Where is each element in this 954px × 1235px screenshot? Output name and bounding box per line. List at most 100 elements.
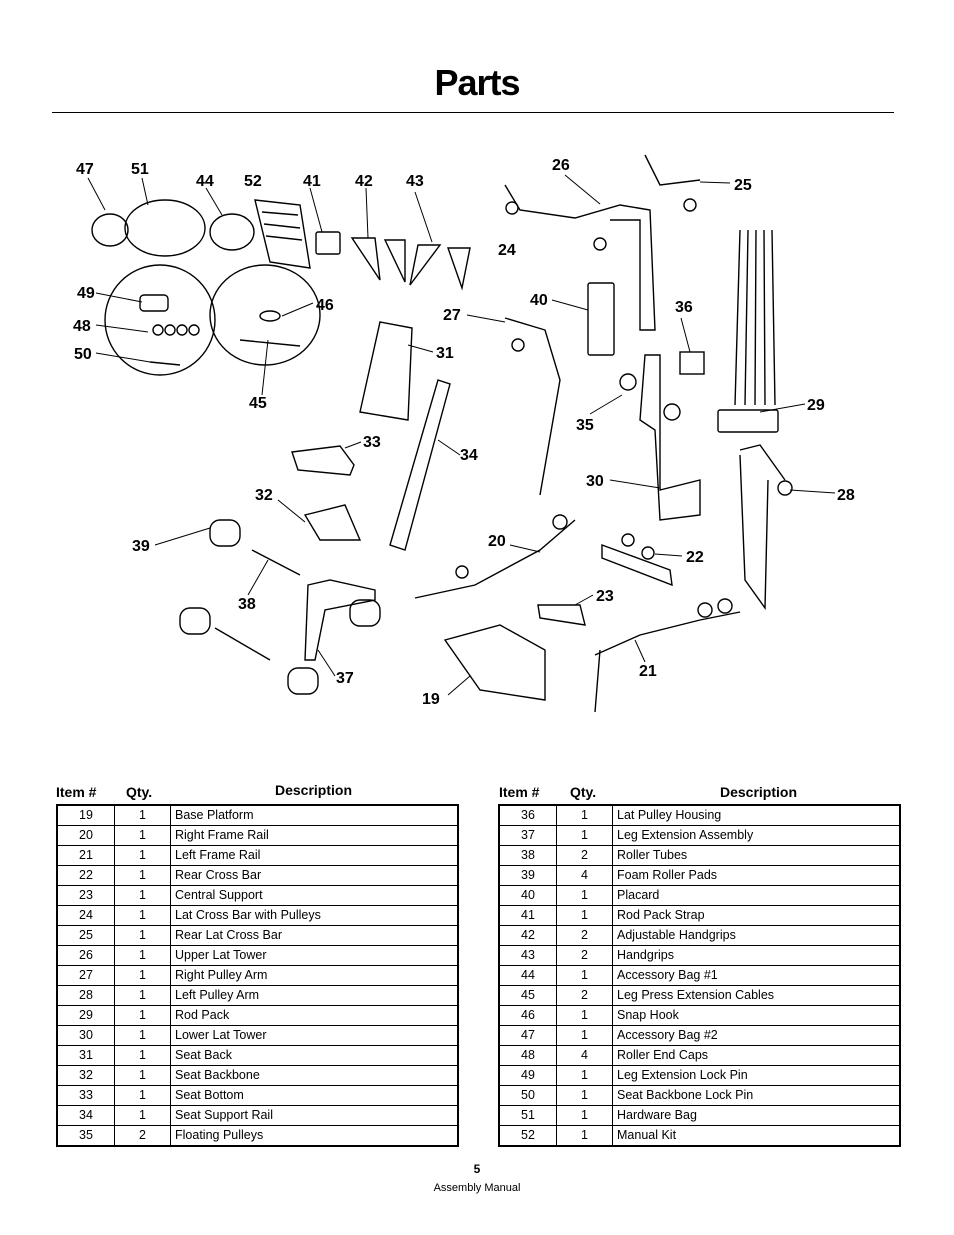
callout-51: 51 [131,161,149,178]
quantity-cell: 1 [556,1125,613,1147]
item-number-cell: 45 [498,985,557,1006]
description-cell: Roller Tubes [612,845,901,866]
callout-35: 35 [576,417,594,434]
item-number-cell: 51 [498,1105,557,1126]
description-cell: Accessory Bag #2 [612,1025,901,1046]
item-number-cell: 52 [498,1125,557,1147]
callout-27: 27 [443,307,461,324]
callout-23: 23 [596,588,614,605]
item-number-cell: 35 [56,1125,115,1147]
item-number-cell: 48 [498,1045,557,1066]
callout-46: 46 [316,297,334,314]
description-cell: Seat Bottom [170,1085,459,1106]
description-cell: Leg Press Extension Cables [612,985,901,1006]
callout-25: 25 [734,177,752,194]
callout-50: 50 [74,346,92,363]
item-number-cell: 21 [56,845,115,866]
quantity-cell: 1 [556,905,613,926]
callout-40: 40 [530,292,548,309]
item-number-cell: 22 [56,865,115,886]
item-number-cell: 26 [56,945,115,966]
right-header-description: Description [720,784,798,800]
quantity-cell: 1 [114,965,171,986]
callout-22: 22 [686,549,704,566]
quantity-cell: 1 [114,905,171,926]
callout-26: 26 [552,157,570,174]
description-cell: Seat Backbone [170,1065,459,1086]
quantity-cell: 2 [556,925,613,946]
description-cell: Manual Kit [612,1125,901,1147]
quantity-cell: 1 [114,825,171,846]
handgrip-illustrations [315,231,471,291]
callout-52: 52 [244,173,262,190]
quantity-cell: 2 [556,985,613,1006]
quantity-cell: 1 [556,1065,613,1086]
description-cell: Lat Pulley Housing [612,804,901,826]
callout-33: 33 [363,434,381,451]
item-number-cell: 27 [56,965,115,986]
item-number-cell: 49 [498,1065,557,1086]
item-number-cell: 36 [498,804,557,826]
description-cell: Left Frame Rail [170,845,459,866]
description-cell: Roller End Caps [612,1045,901,1066]
description-cell: Leg Extension Assembly [612,825,901,846]
page-number: 5 [473,1162,481,1176]
description-cell: Handgrips [612,945,901,966]
callout-leader-lines [87,174,836,696]
quantity-cell: 2 [556,845,613,866]
quantity-cell: 1 [114,804,171,826]
callout-34: 34 [460,447,478,464]
description-cell: Placard [612,885,901,906]
callout-29: 29 [807,397,825,414]
item-number-cell: 31 [56,1045,115,1066]
quantity-cell: 1 [556,1085,613,1106]
quantity-cell: 1 [114,1005,171,1026]
callout-24: 24 [498,242,516,259]
description-cell: Right Pulley Arm [170,965,459,986]
callout-numbers: 47 51 44 52 41 42 43 26 25 24 49 48 50 4… [73,157,855,708]
quantity-cell: 1 [114,1045,171,1066]
description-cell: Lower Lat Tower [170,1025,459,1046]
callout-44: 44 [196,173,214,190]
description-cell: Rear Cross Bar [170,865,459,886]
item-number-cell: 29 [56,1005,115,1026]
seat-illustrations [291,321,451,551]
description-cell: Seat Back [170,1045,459,1066]
item-number-cell: 28 [56,985,115,1006]
item-number-cell: 50 [498,1085,557,1106]
quantity-cell: 4 [556,1045,613,1066]
quantity-cell: 1 [556,965,613,986]
description-cell: Rear Lat Cross Bar [170,925,459,946]
item-number-cell: 37 [498,825,557,846]
quantity-cell: 1 [556,1105,613,1126]
description-cell: Accessory Bag #1 [612,965,901,986]
callout-47: 47 [76,161,94,178]
item-number-cell: 24 [56,905,115,926]
item-number-cell: 39 [498,865,557,886]
right-header-qty: Qty. [570,784,597,800]
item-number-cell: 33 [56,1085,115,1106]
quantity-cell: 1 [556,1025,613,1046]
quantity-cell: 1 [114,925,171,946]
quantity-cell: 1 [114,865,171,886]
rod-pack-illustrations [717,229,793,611]
